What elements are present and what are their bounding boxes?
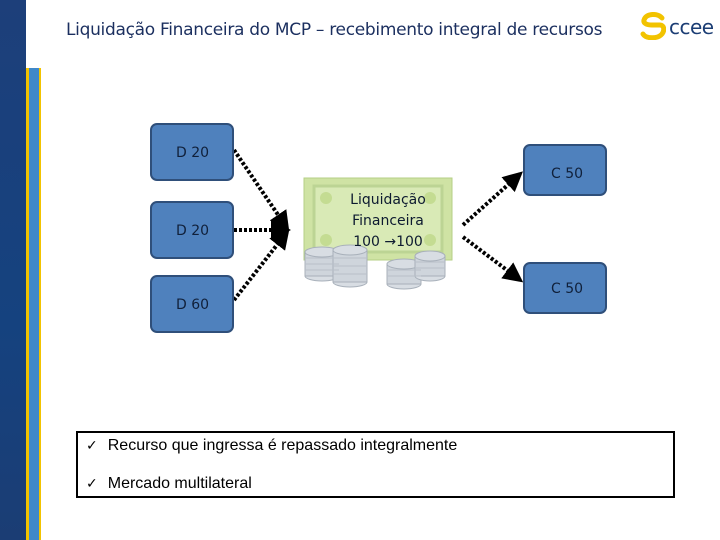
bullet-item-2: ✓ Mercado multilateral [86, 475, 252, 493]
bullet-box: ✓ Recurso que ingressa é repassado integr… [76, 431, 675, 498]
left-yellow-stripe [26, 68, 29, 540]
bullet-item-2-text: Mercado multilateral [107, 475, 252, 492]
check-icon: ✓ [86, 438, 98, 454]
left-yellow-thin-stripe [39, 68, 41, 540]
debit-node-1: D 20 [150, 123, 234, 181]
logo-text: ccee [669, 15, 714, 39]
debit-node-2: D 20 [150, 201, 234, 259]
credit-node-2-label: C 50 [551, 281, 584, 297]
settlement-label-line3: 100 →100 [353, 234, 423, 250]
credit-node-2: C 50 [523, 262, 607, 314]
arrow-d3-to-center [232, 228, 290, 302]
settlement-label: Liquidação Financeira 100 →100 [328, 190, 448, 253]
slide-title: Liquidação Financeira do MCP – recebimen… [66, 20, 603, 40]
settlement-label-line1: Liquidação [350, 192, 426, 208]
ccee-logo-icon [640, 12, 666, 40]
money-coins-icon [303, 177, 453, 290]
credit-node-1-label: C 50 [551, 166, 584, 182]
arrow-d1-to-center [232, 148, 290, 232]
debit-node-1-label: D 20 [176, 145, 210, 161]
bullet-item-1: ✓ Recurso que ingressa é repassado integr… [86, 437, 457, 455]
arrow-center-to-c2 [461, 235, 524, 283]
credit-node-1: C 50 [523, 144, 607, 196]
bullet-item-1-text: Recurso que ingressa é repassado integra… [107, 437, 458, 454]
left-blue-stripe [29, 68, 39, 540]
debit-node-3-label: D 60 [176, 297, 210, 313]
settlement-label-line2: Financeira [352, 213, 424, 229]
left-navy-stripe [0, 0, 26, 540]
check-icon: ✓ [86, 476, 98, 492]
debit-node-2-label: D 20 [176, 223, 210, 239]
ccee-logo: ccee [640, 12, 714, 42]
debit-node-3: D 60 [150, 275, 234, 333]
arrow-center-to-c1 [461, 171, 523, 227]
